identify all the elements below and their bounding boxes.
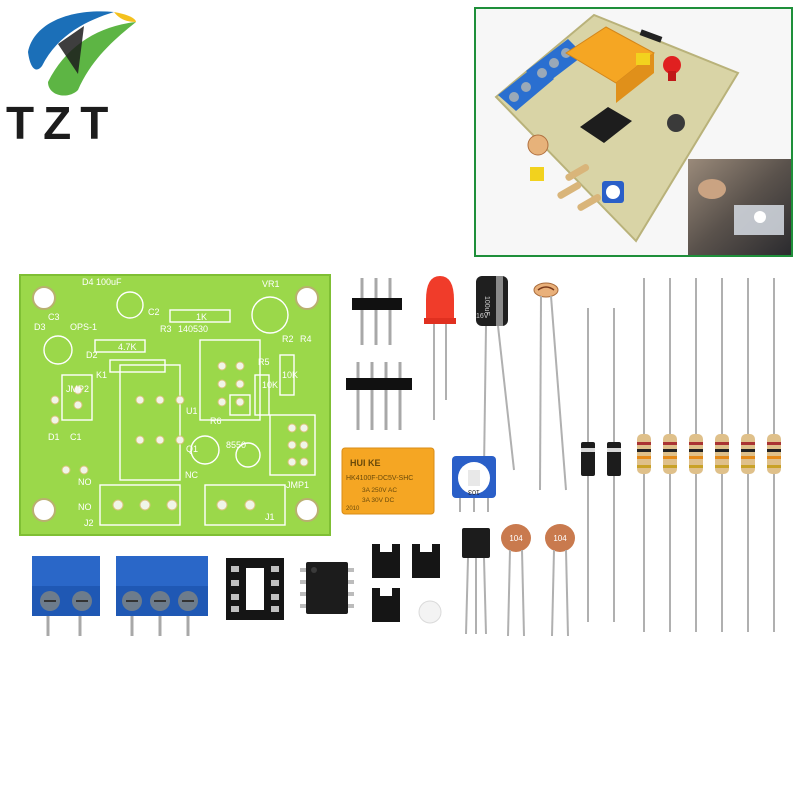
pin-header-4pin (346, 362, 412, 430)
label-no-2: NO (78, 502, 92, 512)
ceramic-cap-code: 104 (553, 534, 567, 543)
relay-rating-ac: 3A 250V AC (362, 487, 397, 494)
logo-dark-stroke (58, 26, 84, 74)
resistor (715, 278, 729, 632)
label-r10k-a: 10K (262, 380, 278, 390)
relay-year: 2010 (346, 506, 360, 512)
trimmer-potentiometer: 103 (452, 456, 496, 512)
cap-label-capacitance: 100uF (483, 296, 490, 316)
trimpot-code: 103 (468, 488, 480, 495)
assembled-board-illustration (476, 9, 791, 255)
relay-rating-dc: 3A 30V DC (362, 497, 394, 504)
logo-yellow-accent (114, 12, 136, 22)
label-j2: J2 (84, 518, 94, 528)
label-c3: C3 (48, 312, 60, 322)
logo-green-swoosh (48, 22, 136, 96)
label-jmp2: JMP2 (66, 384, 89, 394)
label-d3: D3 (34, 322, 46, 332)
assembled-board-photo (474, 7, 793, 257)
label-r6: R6 (210, 416, 222, 426)
label-r4k7: 4.7K (118, 342, 137, 352)
ceramic-capacitor: 104 (501, 524, 531, 637)
resistor (637, 278, 651, 632)
ic-chip-dip8 (300, 562, 354, 614)
label-d4: D4 (82, 277, 94, 287)
red-led (424, 276, 456, 420)
solder-pads (50, 361, 309, 511)
label-cap-value: 100uF (96, 277, 122, 287)
label-transistor: 8550 (226, 440, 246, 450)
cap-label-voltage: 16V (476, 313, 489, 320)
label-jmp1: JMP1 (286, 480, 309, 490)
pin-header-3pin (352, 278, 402, 345)
terminal-block-3pin (116, 556, 208, 636)
label-j1: J1 (265, 512, 275, 522)
ceramic-capacitor: 104 (545, 524, 575, 637)
label-nc: NC (185, 470, 198, 480)
label-c2: C2 (148, 307, 160, 317)
assembled-capacitor (667, 114, 685, 132)
mounting-hole (32, 498, 56, 522)
diode-2 (607, 308, 621, 622)
assembled-red-led (663, 56, 681, 74)
mounting-hole (295, 286, 319, 310)
assembled-jumper-2 (530, 167, 544, 181)
assembled-jumper (636, 53, 650, 65)
label-c1: C1 (70, 432, 82, 442)
label-date: 140530 (178, 324, 208, 334)
transistor-to92 (462, 528, 490, 635)
logo-blue-swoosh (28, 11, 114, 70)
silkscreen-outlines (43, 291, 316, 526)
ceramic-cap-code: 104 (509, 534, 523, 543)
relay-model: HK4100F-DC5V-SHC (346, 475, 413, 482)
label-r2: R2 (282, 334, 294, 344)
electrolytic-capacitor: 100uF 16V (476, 276, 515, 471)
label-r4: R4 (300, 334, 312, 344)
kit-components-photo: D4 C3 100uF OPS-1 VR1 D3 D2 C2 R3 140530… (19, 274, 781, 637)
label-r5: R5 (258, 357, 270, 367)
label-k1: K1 (96, 370, 107, 380)
label-vr1: VR1 (262, 279, 280, 289)
jumper-cap (412, 544, 440, 578)
terminal-block-2pin (32, 556, 100, 636)
ic-socket-8pin (226, 558, 284, 620)
jumper-cap (372, 544, 400, 578)
jumper-cap (372, 588, 400, 622)
label-no: NO (78, 477, 92, 487)
assembled-ic-chip (580, 107, 632, 143)
tzt-logo (28, 11, 136, 96)
resistor (767, 278, 781, 632)
mounting-hole (32, 286, 56, 310)
assembled-resistors (557, 164, 602, 211)
resistor (663, 278, 677, 632)
pcb-board: D4 C3 100uF OPS-1 VR1 D3 D2 C2 R3 140530… (19, 274, 331, 536)
diode-1 (581, 308, 595, 622)
resistor (689, 278, 703, 632)
resistors (637, 278, 781, 632)
relay: HUI KE HK4100F-DC5V-SHC 3A 250V AC 3A 30… (341, 447, 435, 515)
label-r1-value: 1K (196, 312, 207, 322)
assembled-diode (639, 29, 663, 43)
mounting-hole (295, 498, 319, 522)
relay-brand: HUI KE (350, 458, 381, 468)
label-u1: U1 (186, 406, 198, 416)
brand-wordmark: TZT (6, 97, 118, 149)
label-d1: D1 (48, 432, 60, 442)
assembled-photoresistor (527, 134, 549, 156)
label-q1: Q1 (186, 444, 198, 454)
label-r3: R3 (160, 324, 172, 334)
photoresistor (533, 282, 567, 491)
label-r10k-b: 10K (282, 370, 298, 380)
led-spacer (418, 600, 442, 624)
label-d2: D2 (86, 350, 98, 360)
resistor (741, 278, 755, 632)
label-ops: OPS-1 (70, 322, 97, 332)
